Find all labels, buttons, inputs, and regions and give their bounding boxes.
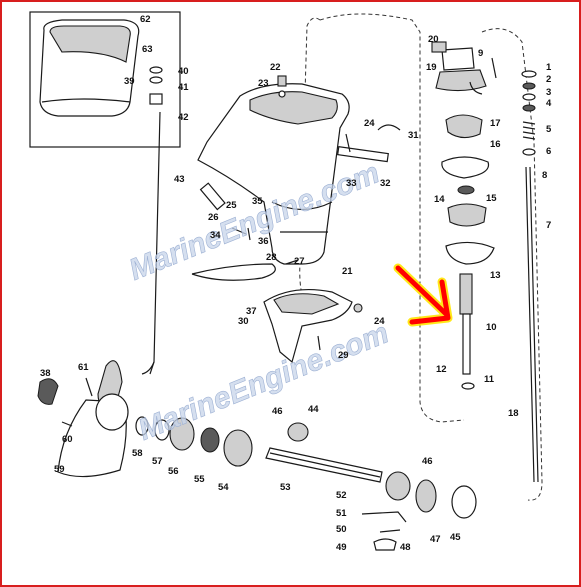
part-label-13: 13 (490, 270, 501, 281)
part-gears (135, 416, 477, 519)
highlight-arrow (393, 263, 453, 327)
part-label-63: 63 (142, 44, 153, 55)
part-label-56: 56 (168, 466, 179, 477)
part-label-27: 27 (294, 256, 305, 267)
part-lower-gearcase (263, 288, 353, 364)
part-label-30: 30 (238, 316, 249, 327)
part-prop-shaft (265, 447, 383, 483)
dashed-connector-right (319, 13, 465, 423)
part-shift-linkage (361, 511, 407, 551)
part-label-24a: 24 (364, 118, 375, 129)
inset-box (29, 11, 181, 148)
part-propeller (37, 360, 129, 478)
part-label-15: 15 (486, 193, 497, 204)
part-label-40: 40 (178, 66, 189, 77)
part-label-46a: 46 (272, 406, 283, 417)
part-label-24b: 24 (374, 316, 385, 327)
part-label-60: 60 (62, 434, 73, 445)
part-label-62: 62 (140, 14, 151, 25)
part-label-1: 1 (546, 62, 552, 73)
part-label-47: 47 (430, 534, 441, 545)
part-label-20: 20 (428, 34, 439, 45)
part-label-50: 50 (336, 524, 347, 535)
part-stack-right (521, 70, 539, 483)
part-label-9: 9 (478, 48, 483, 59)
part-pump-assembly (435, 47, 495, 265)
part-label-14: 14 (434, 194, 445, 205)
part-label-5: 5 (546, 124, 552, 135)
part-label-39: 39 (124, 76, 135, 87)
part-label-28: 28 (266, 252, 277, 263)
part-label-22: 22 (270, 62, 281, 73)
part-label-52: 52 (336, 490, 347, 501)
part-label-33: 33 (346, 178, 357, 189)
part-label-35: 35 (252, 196, 263, 207)
part-label-61: 61 (78, 362, 89, 373)
part-label-21: 21 (342, 266, 353, 277)
part-label-46b: 46 (422, 456, 433, 467)
part-inset-housing (39, 19, 140, 117)
part-label-7: 7 (546, 220, 551, 231)
part-label-18: 18 (508, 408, 519, 419)
part-label-32: 32 (380, 178, 391, 189)
part-label-17: 17 (490, 118, 501, 129)
part-labels: 1 2 3 4 5 6 7 8 9 10 11 12 13 14 15 16 1… (40, 14, 552, 553)
dashed-connector-far-right (481, 28, 543, 501)
part-label-55: 55 (194, 474, 205, 485)
part-label-38: 38 (40, 368, 51, 379)
part-label-34: 34 (210, 230, 221, 241)
part-label-58: 58 (132, 448, 143, 459)
part-impeller-housing (431, 41, 497, 79)
part-label-26: 26 (208, 212, 219, 223)
part-upper-gearcase (197, 83, 350, 265)
part-label-12: 12 (436, 364, 447, 375)
part-label-43: 43 (174, 174, 185, 185)
part-label-8: 8 (542, 170, 547, 181)
part-label-54: 54 (218, 482, 229, 493)
part-label-29: 29 (338, 350, 349, 361)
part-label-41: 41 (178, 82, 189, 93)
part-label-45: 45 (450, 532, 461, 543)
part-label-2: 2 (546, 74, 551, 85)
part-label-37: 37 (246, 306, 257, 317)
part-label-42: 42 (178, 112, 189, 123)
part-label-44: 44 (308, 404, 319, 415)
part-label-3: 3 (546, 87, 551, 98)
part-label-49: 49 (336, 542, 347, 553)
part-label-36: 36 (258, 236, 269, 247)
part-label-53: 53 (280, 482, 291, 493)
part-label-19: 19 (426, 62, 437, 73)
part-label-51: 51 (336, 508, 347, 519)
part-label-10: 10 (486, 322, 497, 333)
part-label-6: 6 (546, 146, 551, 157)
part-label-4: 4 (546, 98, 552, 109)
part-label-31: 31 (408, 130, 419, 141)
watermark-text-2: MarineEngine.com (134, 316, 394, 447)
part-label-25: 25 (226, 200, 237, 211)
part-label-16: 16 (490, 139, 501, 150)
part-label-11: 11 (484, 374, 495, 385)
part-label-59: 59 (54, 464, 65, 475)
part-label-48: 48 (400, 542, 411, 553)
part-water-tube (459, 273, 475, 390)
part-label-23: 23 (258, 78, 269, 89)
part-small-hardware (61, 66, 483, 427)
part-label-57: 57 (152, 456, 163, 467)
